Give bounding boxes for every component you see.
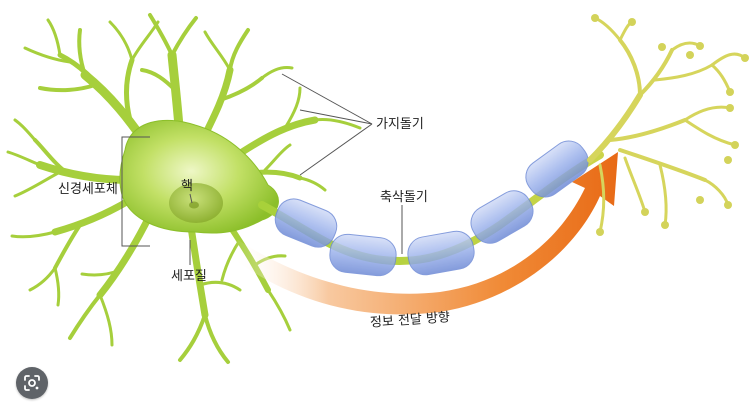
google-lens-icon: [24, 375, 40, 391]
label-cell-body: 신경세포체: [58, 182, 118, 197]
label-dendrite: 가지돌기: [376, 117, 424, 132]
terminal-buttons: [591, 14, 749, 236]
label-nucleus: 핵: [181, 179, 193, 194]
signal-direction-arrow: [232, 152, 618, 315]
label-axon: 축삭돌기: [380, 190, 428, 205]
label-signal-direction: 정보 전달 방향: [370, 310, 451, 331]
label-leader-lines: [121, 73, 403, 265]
google-lens-button[interactable]: [16, 367, 48, 399]
label-cytoplasm: 세포질: [171, 269, 207, 284]
dendrites: [6, 13, 362, 364]
cell-body: [119, 119, 279, 234]
myelin-sheath: [274, 140, 589, 277]
